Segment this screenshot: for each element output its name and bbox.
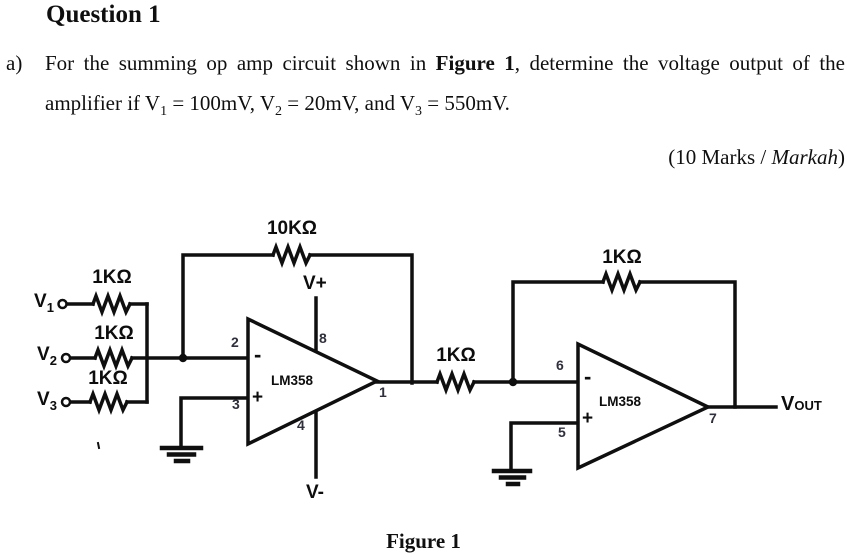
label-vout: VOUT [781, 394, 822, 414]
page-title: Question 1 [46, 1, 161, 28]
label-resistor-in3: 1KΩ [88, 368, 128, 389]
opamp2-minus-sign: - [584, 364, 592, 389]
junction-dot-1 [178, 353, 188, 363]
marks-label: (10 Marks / Markah) [400, 145, 845, 170]
pin-8-label: 8 [319, 330, 327, 346]
feedback-wire-2 [511, 269, 737, 409]
pin-3-label: 3 [232, 396, 240, 412]
resistor-symbol-series [434, 369, 477, 395]
line2-text: amplifier if V [45, 91, 161, 115]
line2-text: = 550mV. [422, 91, 510, 115]
opamp1-plus-sign: + [252, 387, 264, 408]
opamp2-triangle [576, 341, 713, 471]
pin-1-label: 1 [379, 384, 387, 400]
marks-malay: Markah [771, 145, 839, 169]
label-vminus: V- [306, 482, 324, 503]
line2-text: = 100mV, V [167, 91, 276, 115]
resistor-symbol-in2 [92, 345, 135, 371]
line2-text: = 20mV, and V [282, 91, 416, 115]
v1-subscript: 1 [160, 104, 168, 120]
label-v1: V1 [34, 291, 54, 314]
v3-base: V [37, 389, 50, 410]
v2-subscript: 2 [275, 104, 283, 120]
opamp1-triangle [246, 316, 382, 447]
ground-2 [491, 421, 580, 487]
question-line1: For the summing op amp circuit shown in … [45, 50, 845, 76]
input-wires [65, 302, 250, 404]
figure-caption: Figure 1 [386, 529, 461, 553]
opamp2-plus-sign: + [582, 408, 594, 429]
junction-dot-2 [508, 377, 518, 387]
resistor-symbol-in1 [90, 291, 133, 317]
question-line2: amplifier if V1 = 100mV, V2 = 20mV, and … [45, 90, 510, 120]
label-resistor-fb2: 1KΩ [602, 247, 642, 268]
resistor-symbol-fb2 [600, 269, 643, 295]
label-v3: V3 [37, 389, 57, 412]
terminal-v2 [60, 352, 72, 364]
question-line1-post: , determine the voltage output of the [514, 51, 845, 75]
v3-sub: 3 [49, 397, 57, 413]
question-line1-pre: For the summing op amp circuit shown in [45, 51, 436, 75]
v1-base: V [34, 291, 47, 312]
label-resistor-fb1: 10KΩ [266, 218, 318, 239]
vout-sub: OUT [794, 398, 822, 413]
marks-prefix: (10 Marks / [668, 145, 772, 169]
v2-sub: 2 [49, 352, 57, 368]
pin-6-label: 6 [556, 357, 564, 373]
resistor-symbol-fb1 [270, 242, 313, 268]
stray-mark [96, 441, 101, 450]
label-vplus: V+ [303, 273, 327, 294]
label-resistor-in1: 1KΩ [92, 267, 132, 288]
v2-base: V [37, 344, 50, 365]
pin-2-label: 2 [231, 334, 239, 350]
interstage-wire [375, 369, 580, 395]
figure-reference: Figure 1 [435, 51, 515, 75]
ground-1 [159, 396, 250, 464]
pin-5-label: 5 [558, 424, 566, 440]
feedback-wire-1 [181, 242, 414, 385]
opamp1-minus-sign: - [254, 342, 262, 367]
v1-sub: 1 [46, 299, 54, 315]
resistor-symbol-in3 [87, 389, 130, 415]
v3-subscript: 3 [415, 104, 423, 120]
label-v2: V2 [37, 344, 57, 367]
vout-base: V [781, 393, 795, 415]
terminal-v1 [57, 298, 68, 310]
label-resistor-series: 1KΩ [436, 345, 476, 366]
pin-4-label: 4 [297, 417, 305, 433]
question-item-label: a) [6, 51, 23, 75]
opamp1-part-label: LM358 [271, 373, 314, 388]
pin-7-label: 7 [709, 410, 717, 426]
terminal-v3 [60, 396, 72, 408]
marks-suffix: ) [838, 145, 845, 169]
opamp2-part-label: LM358 [599, 394, 642, 409]
label-resistor-in2: 1KΩ [94, 323, 134, 344]
